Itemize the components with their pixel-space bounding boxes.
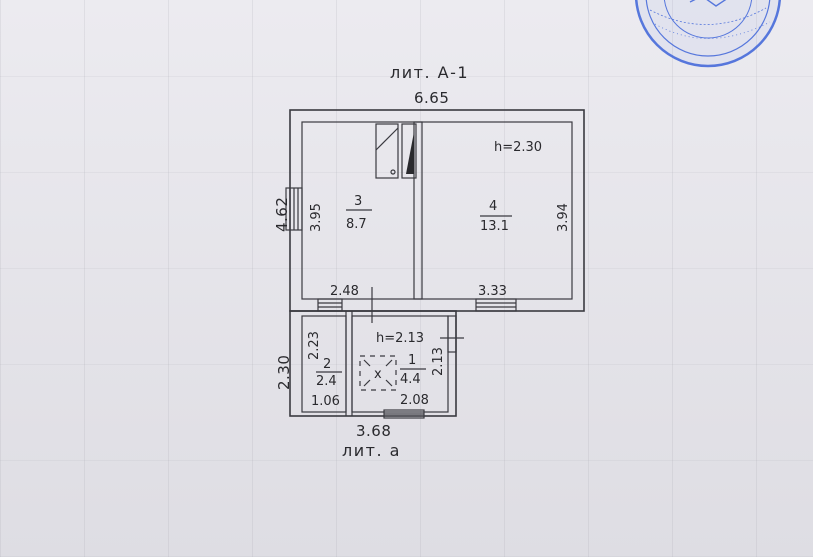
- room4-width: 3.33: [478, 284, 507, 299]
- title-lit-a: лит. а: [342, 441, 401, 460]
- official-stamp: [635, 0, 781, 68]
- svg-text:x: x: [374, 367, 382, 382]
- room2-width: 1.06: [311, 394, 340, 409]
- title-lit-a1: лит. А-1: [390, 63, 469, 82]
- stove-diagonal: [375, 127, 399, 151]
- chimney-fill: [406, 132, 414, 174]
- room3-number: 3: [354, 194, 362, 209]
- room3-area: 8.7: [346, 217, 367, 232]
- room1-area: 4.4: [400, 372, 421, 387]
- window-room4-bottom: [475, 298, 517, 312]
- room1-ceiling: h=2.13: [376, 331, 424, 346]
- window-room3-bottom: [317, 298, 343, 312]
- room3-depth: 3.95: [309, 203, 324, 232]
- partition-3-4: [413, 121, 423, 300]
- room2-area: 2.4: [316, 374, 337, 389]
- overall-width-top: 6.65: [414, 89, 449, 107]
- room1-depth: 2.13: [431, 347, 446, 376]
- room4-number: 4: [489, 199, 497, 214]
- left-height-main: 4.62: [273, 197, 291, 232]
- room1-number: 1: [408, 353, 416, 368]
- room4-area: 13.1: [480, 219, 509, 234]
- annex-outer-wall: [289, 310, 457, 417]
- room2-number: 2: [323, 357, 331, 372]
- cellar-hatch: x: [359, 355, 397, 391]
- room4-depth: 3.94: [556, 203, 571, 232]
- chimney: [401, 123, 417, 179]
- room1-width: 2.08: [400, 393, 429, 408]
- overall-width-bottom: 3.68: [356, 422, 391, 440]
- room4-ceiling: h=2.30: [494, 140, 542, 155]
- room3-width: 2.48: [330, 284, 359, 299]
- room2-depth: 2.23: [307, 331, 322, 360]
- left-height-annex: 2.30: [275, 355, 293, 390]
- stove: [375, 123, 399, 179]
- stove-burner: [390, 169, 396, 175]
